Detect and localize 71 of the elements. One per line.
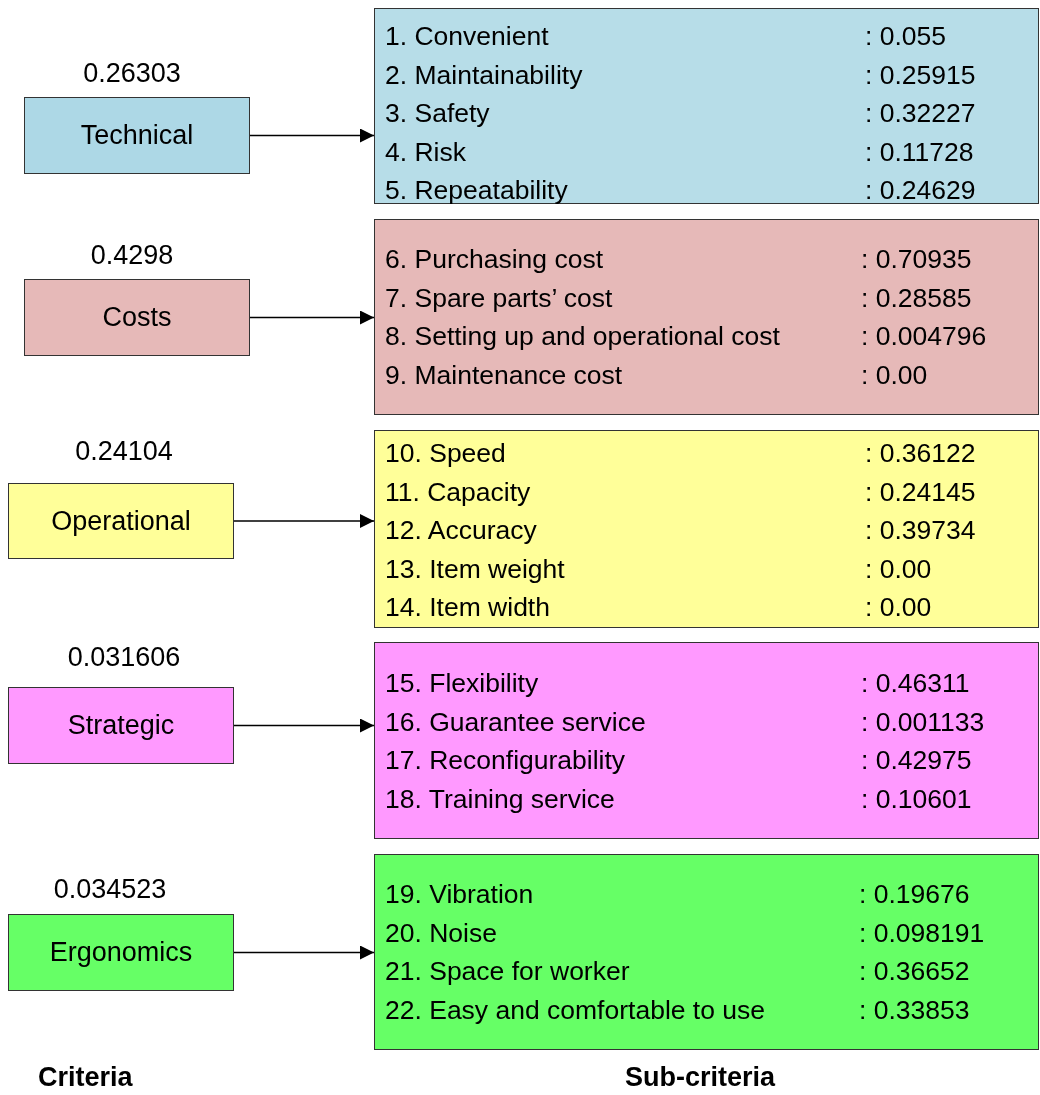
criterion-box — [8, 687, 234, 764]
subcriterion-name: 5. Repeatability — [385, 175, 568, 205]
arrow — [233, 718, 375, 733]
criterion-name: Strategic — [67, 710, 175, 741]
criterion-box — [24, 279, 250, 356]
weight-value: : 0.24145 — [865, 476, 976, 507]
subcriterion-name: 2. Maintainability — [385, 59, 583, 90]
weight-value: : 0.36122 — [865, 438, 976, 468]
weight-value: : 0.46311 — [861, 668, 970, 698]
subcriteria-box — [374, 219, 1039, 415]
subcriterion-name: 20. Noise — [385, 917, 497, 948]
weight-value: : 0.10601 — [861, 783, 972, 814]
weight-value: : 0.00 — [865, 553, 932, 584]
criterion-name: Technical — [80, 120, 194, 151]
subcriterion-name: 12. Accuracy — [385, 515, 537, 545]
subcriterion-name: 17. Reconfigurability — [385, 745, 626, 775]
weight-value: 0.24104 — [75, 436, 173, 467]
subcriteria-box — [374, 8, 1039, 204]
arrow — [233, 945, 375, 960]
subcriterion-name: 9. Maintenance cost — [385, 359, 623, 390]
weight-value: : 0.11728 — [865, 136, 974, 167]
subcriterion-name: 18. Training service — [385, 783, 615, 814]
arrow — [249, 128, 375, 143]
weight-value: : 0.39734 — [865, 515, 976, 545]
weight-value: : 0.32227 — [865, 98, 976, 128]
weight-value: : 0.28585 — [861, 282, 972, 313]
subcriterion-name: 4. Risk — [385, 136, 466, 167]
weight-value: 0.031606 — [67, 642, 181, 673]
arrow — [249, 310, 375, 325]
weight-value: : 0.19676 — [859, 879, 970, 909]
weight-value: 0.26303 — [83, 58, 181, 89]
criterion-box — [8, 483, 234, 559]
weight-value: : 0.25915 — [865, 59, 976, 90]
weight-value: : 0.00 — [861, 359, 928, 390]
weight-value: : 0.33853 — [859, 994, 970, 1025]
weight-value: : 0.00 — [865, 592, 932, 622]
subcriterion-name: 15. Flexibility — [385, 668, 539, 698]
criterion-box — [8, 914, 234, 991]
weight-value: : 0.36652 — [859, 956, 970, 986]
subcriterion-name: 19. Vibration — [385, 879, 534, 909]
subcriterion-name: 13. Item weight — [385, 553, 565, 584]
weight-value: : 0.24629 — [865, 175, 976, 205]
weight-value: : 0.42975 — [861, 745, 972, 775]
weight-value: : 0.098191 — [859, 917, 985, 948]
weight-value: : 0.055 — [865, 21, 947, 51]
weight-value: : 0.001133 — [861, 706, 985, 737]
column-heading: Criteria — [38, 1062, 133, 1093]
subcriterion-name: 10. Speed — [385, 438, 506, 468]
subcriterion-name: 21. Space for worker — [385, 956, 630, 986]
subcriterion-name: 3. Safety — [385, 98, 490, 128]
subcriterion-name: 11. Capacity — [385, 476, 531, 507]
subcriteria-box — [374, 430, 1039, 628]
subcriterion-name: 16. Guarantee service — [385, 706, 646, 737]
arrow — [233, 514, 375, 528]
subcriterion-name: 14. Item width — [385, 592, 550, 622]
weight-value: : 0.70935 — [861, 244, 972, 274]
subcriterion-name: 6. Purchasing cost — [385, 244, 603, 274]
subcriterion-name: 7. Spare parts’ cost — [385, 282, 613, 313]
subcriteria-box — [374, 642, 1039, 839]
column-heading: Sub-criteria — [625, 1062, 776, 1093]
subcriterion-name: 22. Easy and comfortable to use — [385, 994, 766, 1025]
criterion-box — [24, 97, 250, 174]
subcriterion-name: 8. Setting up and operational cost — [385, 321, 780, 351]
weight-value: 0.034523 — [53, 874, 167, 905]
subcriteria-box — [374, 854, 1039, 1050]
weight-value: : 0.004796 — [861, 321, 987, 351]
subcriterion-name: 1. Convenient — [385, 21, 549, 51]
criterion-name: Ergonomics — [49, 937, 193, 968]
weight-value: 0.4298 — [90, 240, 174, 271]
criterion-name: Operational — [51, 505, 191, 537]
criterion-name: Costs — [102, 302, 172, 333]
